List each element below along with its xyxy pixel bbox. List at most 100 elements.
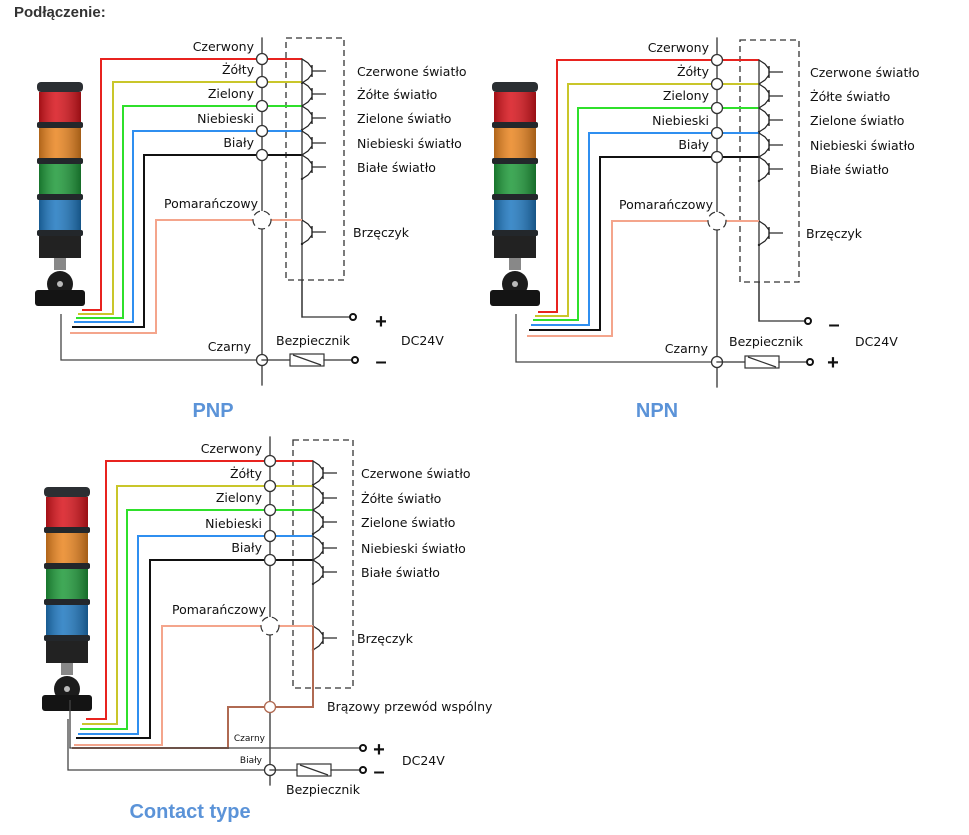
module-box: [739, 39, 800, 283]
segment-ring: [492, 230, 538, 236]
transistor-icon: [311, 559, 337, 586]
transistor-collector: [312, 550, 324, 561]
wire-orange: [527, 220, 759, 337]
junction-node: [263, 529, 277, 543]
blue-segment-shade: [39, 200, 81, 230]
wire-label-orange: Pomarańczowy: [619, 197, 714, 212]
wire-label-orange: Pomarańczowy: [172, 602, 267, 617]
transistor-icon: [311, 485, 337, 512]
diagram-caption-contact: Contact type: [129, 801, 250, 823]
diagram-caption-npn: NPN: [636, 400, 678, 422]
transistor-emitter: [301, 130, 313, 141]
wire-label-black: Biały: [678, 137, 709, 152]
wire-label-red: Czerwony: [193, 39, 255, 54]
segment-ring: [44, 527, 90, 533]
output-label-green: Zielone światło: [810, 113, 904, 128]
terminal-icon: [806, 358, 814, 366]
wire-label-yellow: Żółty: [677, 64, 710, 79]
buzzer-label: Brzęczyk: [806, 226, 863, 241]
supply-label: DC24V: [402, 753, 445, 768]
transistor-emitter: [301, 219, 313, 230]
junction-node: [255, 124, 269, 138]
wire-label-black: Biały: [223, 135, 254, 150]
wire-green: [76, 105, 302, 319]
wire-red: [538, 59, 759, 313]
transistor-collector: [312, 500, 324, 511]
segment-ring: [37, 194, 83, 200]
wire-label-orange: Pomarańczowy: [164, 196, 259, 211]
wire-yellow: [78, 81, 302, 315]
output-label-black: Białe światło: [357, 160, 436, 175]
transistor-dot: [300, 242, 304, 246]
fuse-label: Bezpiecznik: [729, 334, 804, 349]
transistor-collector: [758, 147, 770, 158]
segment-ring: [44, 599, 90, 605]
mount-bolt: [64, 686, 70, 692]
transistor-emitter: [312, 485, 324, 496]
transistor-collector: [758, 122, 770, 133]
red-segment-shade: [46, 497, 88, 527]
mount-bolt: [512, 281, 518, 287]
buzzer-label: Brzęczyk: [353, 225, 410, 240]
output-label-green: Zielone światło: [361, 515, 455, 530]
transistor-icon: [300, 219, 326, 246]
transistor-emitter: [758, 83, 770, 94]
wire-ground: [67, 719, 270, 771]
wire-green: [533, 107, 759, 321]
green-segment-shade: [494, 164, 536, 194]
wire-black: [72, 154, 302, 328]
transistor-collector: [301, 73, 313, 84]
segment-ring: [44, 563, 90, 569]
terminal-icon: [349, 313, 357, 321]
transistor-collector: [758, 171, 770, 182]
cap: [37, 82, 83, 92]
terminal-top-sign: +: [375, 311, 387, 333]
fuse-label: Bezpiecznik: [276, 333, 351, 348]
wire-label-yellow: Żółty: [222, 62, 255, 77]
segment-ring: [37, 230, 83, 236]
transistor-icon: [311, 509, 337, 536]
junction-node: [263, 503, 277, 517]
terminal-icon: [359, 766, 367, 774]
fuse-line: [292, 354, 322, 366]
supply-negative-line: [758, 282, 805, 322]
transistor-collector: [312, 475, 324, 486]
red-segment-shade: [39, 92, 81, 122]
crossover-icon: [707, 211, 727, 231]
transistor-emitter: [758, 220, 770, 231]
wire-black: [529, 156, 759, 331]
transistor-emitter: [312, 625, 324, 636]
transistor-emitter: [301, 105, 313, 116]
stack-light-icon: [490, 82, 540, 306]
transistor-icon: [757, 83, 783, 110]
output-label-blue: Niebieski światło: [357, 136, 462, 151]
ground-label: Czarny: [208, 339, 252, 354]
transistor-dot: [757, 243, 761, 247]
transistor-icon: [757, 156, 783, 183]
buzzer-label: Brzęczyk: [357, 631, 414, 646]
pole: [61, 663, 73, 675]
cap: [44, 487, 90, 497]
wire-blue: [531, 132, 759, 326]
transistor-icon: [311, 625, 337, 652]
mount-bolt: [57, 281, 63, 287]
transistor-emitter: [758, 156, 770, 167]
output-label-blue: Niebieski światło: [810, 138, 915, 153]
junction-node: [710, 150, 724, 164]
fuse-icon: [289, 353, 325, 367]
junction-node: [710, 77, 724, 91]
output-label-green: Zielone światło: [357, 111, 451, 126]
green-segment-shade: [39, 164, 81, 194]
transistor-emitter: [312, 460, 324, 471]
transistor-icon: [311, 460, 337, 487]
transistor-collector: [301, 96, 313, 107]
output-label-black: Białe światło: [361, 565, 440, 580]
plus-wire-label: Czarny: [234, 734, 266, 744]
junction-node: [263, 553, 277, 567]
module-box: [292, 439, 354, 689]
transistor-icon: [311, 535, 337, 562]
wire-label-blue: Niebieski: [652, 113, 709, 128]
wire-label-green: Zielony: [663, 88, 710, 103]
junction-node: [263, 479, 277, 493]
diagram-caption-pnp: PNP: [192, 400, 233, 422]
